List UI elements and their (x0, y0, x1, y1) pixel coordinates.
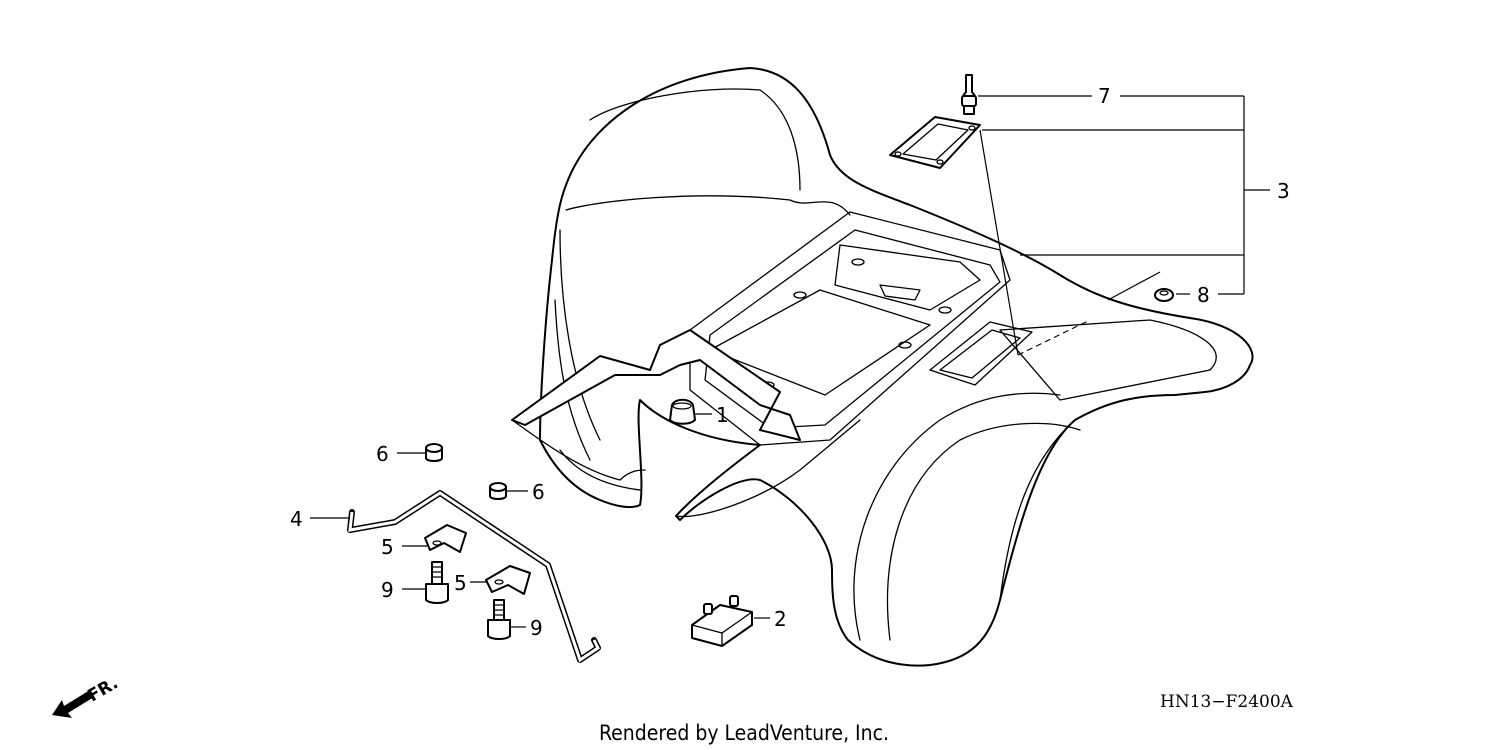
callout-5-upper: 5 (381, 535, 394, 559)
part-8-collar (1154, 288, 1174, 302)
part-9-bolt-upper (425, 561, 449, 604)
leader-lines (310, 95, 1270, 628)
part-1-cushion (669, 398, 696, 425)
part-4-rod (347, 490, 601, 663)
callout-6-upper: 6 (376, 442, 389, 466)
callout-9-upper: 9 (381, 578, 394, 602)
credit-line: Rendered by LeadVenture, Inc. (599, 721, 889, 745)
callout-9-lower: 9 (530, 616, 543, 640)
part-9-bolt-lower (487, 599, 511, 640)
callout-3: 3 (1277, 179, 1290, 203)
callout-6-lower: 6 (532, 480, 545, 504)
callout-1: 1 (716, 403, 729, 427)
part-5-bracket-lower (485, 565, 531, 595)
diagram-code: HN13−F2400A (1160, 692, 1294, 712)
part-7-grommet-cover (889, 74, 981, 169)
callout-2: 2 (774, 607, 787, 631)
rear-fender (511, 67, 1254, 667)
callout-8: 8 (1197, 283, 1210, 307)
callout-4: 4 (290, 507, 303, 531)
callout-5-lower: 5 (454, 571, 467, 595)
part-6-collar-upper (425, 443, 443, 462)
callout-7: 7 (1098, 84, 1111, 108)
part-5-bracket-upper (424, 524, 467, 553)
part-6-collar-lower (489, 482, 507, 500)
front-direction-label: FR. (85, 673, 122, 706)
front-direction-arrow-icon: FR. (52, 673, 122, 718)
part-2-rubber-block (691, 595, 753, 647)
